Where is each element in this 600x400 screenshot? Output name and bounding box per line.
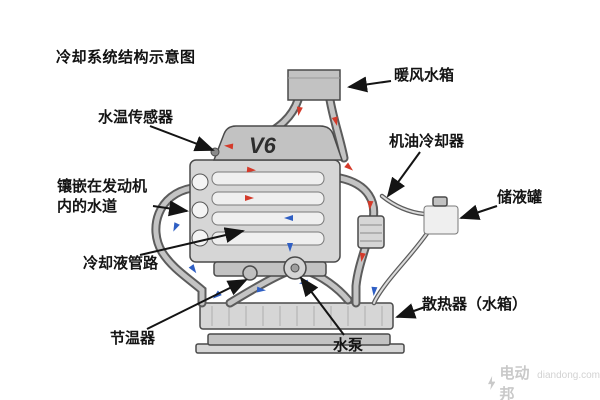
label-water-pump: 水泵 [333,337,364,354]
label-oil-cooler: 机油冷却器 [389,133,465,150]
label-reservoir-tank: 储液罐 [497,189,543,206]
water-jacket-port [191,173,209,191]
reservoir-graphic [423,196,459,235]
label-heater-core: 暖风水箱 [394,67,455,84]
lightning-icon [488,376,496,390]
heater-core-graphic [287,69,341,101]
water-pump-graphic [283,256,307,280]
engine-graphic: V6 [189,125,344,277]
radiator-graphic [195,302,405,354]
oil-cooler-graphic [357,215,385,249]
watermark-site: diandong.com [537,370,600,381]
label-water-temp-sensor: 水温传感器 [98,109,174,126]
water-jacket-port [191,201,209,219]
label-engine-water-jacket: 镶嵌在发动机内的水道 [57,178,148,215]
engine-model-label: V6 [249,133,277,158]
watermark: 电动邦 diandong.com [488,362,600,400]
annotation-arrows [139,76,498,336]
thermostat-graphic [242,265,258,281]
label-coolant-pipeline: 冷却液管路 [83,255,159,272]
label-radiator: 散热器（水箱） [422,296,528,313]
watermark-brand: 电动邦 [499,365,530,400]
label-thermostat: 节温器 [110,330,156,347]
diagram-title: 冷却系统结构示意图 [56,49,196,66]
water-jacket-port [191,229,209,247]
